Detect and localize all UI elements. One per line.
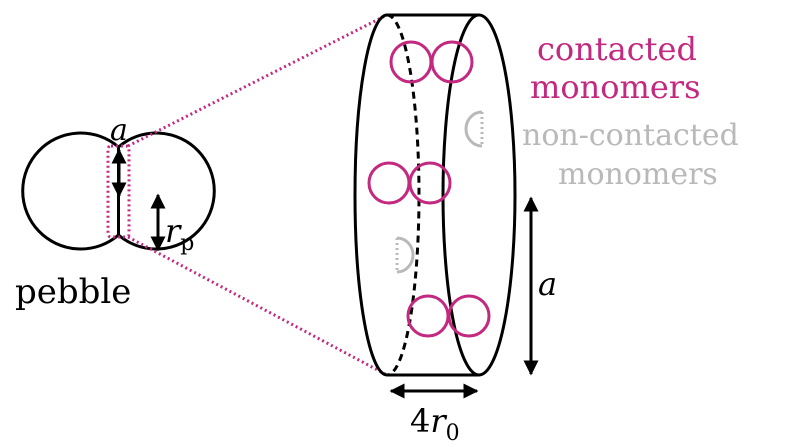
cylinder-left-face-back (386, 13, 421, 377)
monomer-contacted (408, 161, 452, 205)
monomer-contacted (406, 294, 450, 338)
rp-base: r (165, 212, 182, 250)
pebble-rp-label: rp (165, 212, 194, 256)
contacted-monomers (367, 40, 491, 338)
monomer-contacted (389, 40, 433, 84)
width-coeff: 4 (410, 402, 430, 440)
pebble-a-label: a (110, 113, 128, 148)
monomer-contacted (367, 161, 411, 205)
zoom-line-bottom (127, 235, 388, 377)
cylinder-right-face (441, 13, 517, 377)
contacted-legend-line1: contacted (537, 30, 697, 68)
width-base: r (430, 402, 447, 440)
noncontacted-legend-line1: non-contacted (522, 118, 739, 153)
monomer-non-contacted (395, 236, 415, 274)
pebble-caption: pebble (15, 272, 131, 312)
zoom-line-top (127, 13, 388, 148)
monomer-non-contacted (464, 110, 484, 148)
height-label: a (538, 265, 557, 303)
contact-cylinder (353, 13, 517, 377)
monomer-contacted (430, 40, 474, 84)
width-label: 4r0 (410, 402, 460, 446)
noncontacted-legend-line2: monomers (558, 157, 718, 192)
contact-region-box (106, 144, 131, 239)
monomer-contacted (447, 294, 491, 338)
contacted-legend-line2: monomers (530, 68, 700, 106)
width-subscript: 0 (446, 421, 460, 446)
cylinder-left-face-front (353, 13, 388, 377)
non-contacted-monomers (395, 110, 484, 274)
rp-subscript: p (180, 231, 194, 256)
